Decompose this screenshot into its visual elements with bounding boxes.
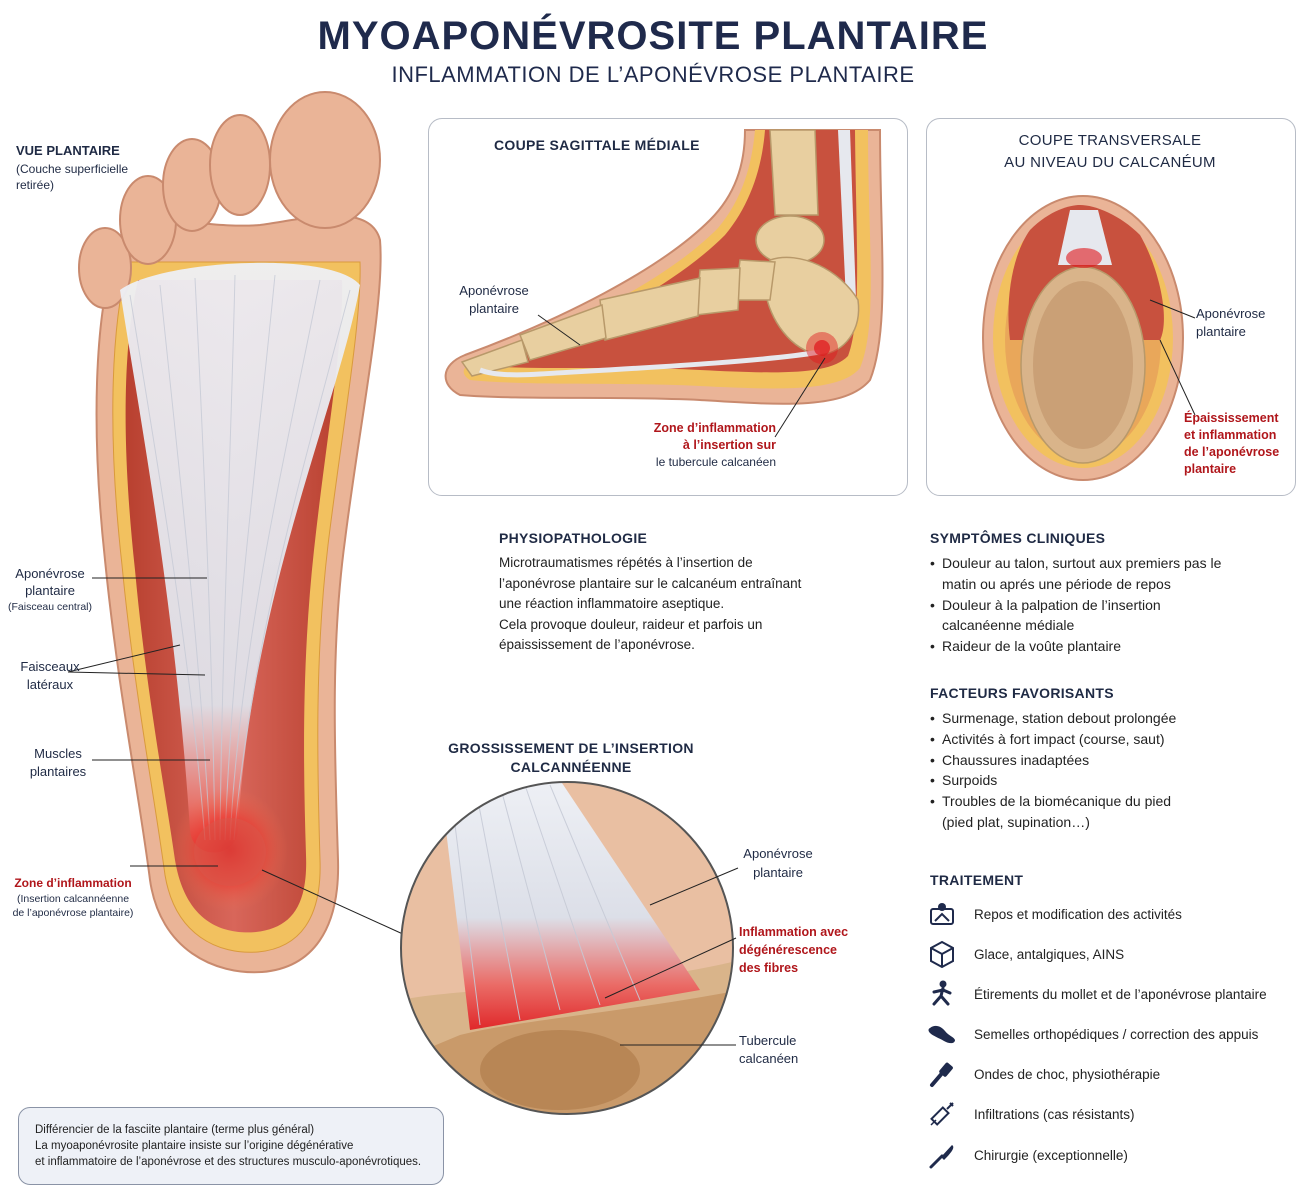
treatment-label: Glace, antalgiques, AINS — [974, 946, 1125, 962]
toe-5 — [78, 227, 132, 309]
toe-3 — [162, 138, 222, 232]
ice-icon — [926, 939, 958, 969]
physio-line: Microtraumatismes répétés à l’insertion … — [499, 555, 753, 570]
sagittal-title: COUPE SAGITTALE MÉDIALE — [494, 137, 700, 153]
label-aponeurosis-note: (Faisceau central) — [7, 601, 93, 613]
transverse-label-thickening-3: de l’aponévrose — [1184, 445, 1280, 459]
magnified-label-tubercle-1: Tubercule — [739, 1033, 797, 1048]
transverse-title-2: AU NIVEAU DU CALCANÉUM — [1004, 154, 1216, 171]
sagittal-label-aponeurosis-1: Aponévrose — [459, 283, 529, 298]
toe-4 — [119, 175, 177, 265]
treatment-item: Infiltrations (cas résistants) — [926, 1099, 1296, 1129]
physio-line: l’aponévrose plantaire sur le calcanéum … — [499, 575, 802, 591]
symptoms-list: Douleur au talon, surtout aux premiers p… — [930, 553, 1222, 657]
factor-item: Activités à fort impact (course, saut) — [930, 729, 1200, 750]
scalpel-icon — [926, 1140, 958, 1170]
label-inflammation-note-2: de l’aponévrose plantaire) — [12, 907, 134, 919]
page-title: MYOAPONÉVROSITE PLANTAIRE — [317, 14, 989, 58]
physio-text: Microtraumatismes répétés à l’insertion … — [499, 553, 829, 656]
magnified-label-inflammation-1: Inflammation avec — [739, 925, 849, 939]
factor-item: Troubles de la biomécanique du pied (pie… — [930, 791, 1200, 833]
magnified-label-aponeurosis-1: Aponévrose — [743, 846, 813, 861]
symptoms-title: SYMPTÔMES CLINIQUES — [930, 530, 1106, 546]
fat-layer — [112, 261, 361, 953]
label-lateral-2: latéraux — [26, 677, 74, 692]
shockwave-icon — [926, 1059, 958, 1089]
plantar-view-note-1: (Couche superficielle — [16, 162, 129, 176]
label-lateral-1: Faisceaux — [20, 659, 80, 674]
magnified-label-inflammation-2: dégénérescence — [739, 943, 837, 957]
plantar-view-note-2: retirée) — [16, 178, 55, 192]
magnified-title-2: CALCANNÉENNE — [510, 759, 632, 775]
transverse-label-thickening-1: Épaississement — [1184, 411, 1279, 425]
magnified-title-1: GROSSISSEMENT DE L’INSERTION — [448, 740, 694, 756]
treatment-item: Étirements du mollet et de l’aponévrose … — [926, 979, 1296, 1009]
sagittal-label-zone-1: Zone d’inflammation — [653, 421, 776, 435]
treatment-title: TRAITEMENT — [930, 872, 1024, 888]
treatment-label: Étirements du mollet et de l’aponévrose … — [974, 986, 1267, 1002]
symptom-item: Douleur au talon, surtout aux premiers p… — [930, 553, 1222, 595]
treatment-item: Glace, antalgiques, AINS — [926, 939, 1296, 969]
factors-title: FACTEURS FAVORISANTS — [930, 685, 1114, 701]
heel-inflammation-zone — [172, 788, 288, 912]
syringe-icon — [926, 1099, 958, 1129]
plantar-muscles — [125, 280, 343, 933]
magnified-label-tubercle-2: calcanéen — [739, 1051, 799, 1066]
transverse-title-1: COUPE TRANSVERSALE — [1018, 132, 1202, 149]
plantar-view-heading: VUE PLANTAIRE — [16, 143, 120, 158]
toe-2 — [209, 114, 271, 216]
treatment-label: Repos et modification des activités — [974, 906, 1182, 922]
sagittal-label-zone-3: le tubercule calcanéen — [655, 455, 776, 469]
physio-line: Cela provoque douleur, raideur et parfoi… — [499, 616, 763, 632]
transverse-label-thickening-2: et inflammation — [1184, 428, 1277, 442]
differential-note-box: Différencier de la fasciite plantaire (t… — [18, 1107, 444, 1185]
treatment-label: Chirurgie (exceptionnelle) — [974, 1147, 1128, 1163]
transverse-label-aponeurosis-2: plantaire — [1196, 324, 1246, 339]
treatment-item: Semelles orthopédiques / correction des … — [926, 1019, 1296, 1049]
treatment-item: Ondes de choc, physiothérapie — [926, 1059, 1296, 1089]
treatment-item: Repos et modification des activités — [926, 899, 1296, 929]
factor-item: Surmenage, station debout prolongée — [930, 708, 1200, 729]
symptom-item: Raideur de la voûte plantaire — [930, 636, 1222, 657]
foot-sole-skin — [95, 214, 382, 974]
label-muscles-1: Muscles — [34, 746, 82, 761]
label-inflammation-zone: Zone d’inflammation — [14, 876, 132, 890]
sagittal-label-aponeurosis-2: plantaire — [469, 301, 519, 316]
rest-icon — [926, 899, 958, 929]
label-aponeurosis-1: Aponévrose — [15, 566, 85, 581]
note-line: et inflammatoire de l’aponévrose et des … — [35, 1156, 422, 1168]
note-line: Différencier de la fasciite plantaire (t… — [35, 1124, 315, 1136]
magnified-label-aponeurosis-2: plantaire — [753, 865, 803, 880]
factor-item: Surpoids — [930, 770, 1200, 791]
insole-icon — [926, 1019, 958, 1049]
symptom-item: Douleur à la palpation de l’insertion ca… — [930, 595, 1222, 637]
label-muscles-2: plantaires — [29, 764, 87, 779]
physio-title: PHYSIOPATHOLOGIE — [499, 530, 648, 546]
page-subtitle: INFLAMMATION DE L’APONÉVROSE PLANTAIRE — [391, 62, 915, 87]
transverse-label-thickening-4: plantaire — [1184, 462, 1237, 476]
magnified-label-inflammation-3: des fibres — [739, 961, 799, 975]
treatment-label: Semelles orthopédiques / correction des … — [974, 1026, 1259, 1042]
toe-1-hallux — [269, 91, 381, 229]
factor-item: Chaussures inadaptées — [930, 750, 1200, 771]
label-inflammation-note-1: (Insertion calcannéenne — [16, 893, 130, 905]
plantar-aponeurosis-fibers — [120, 262, 360, 853]
treatment-item: Chirurgie (exceptionnelle) — [926, 1140, 1296, 1170]
physio-line: épaississement de l’aponévrose. — [499, 637, 695, 652]
treatment-label: Infiltrations (cas résistants) — [974, 1106, 1135, 1122]
note-line: La myoaponévrosite plantaire insiste sur… — [35, 1140, 354, 1152]
stretch-icon — [926, 979, 958, 1009]
transverse-label-aponeurosis-1: Aponévrose — [1196, 306, 1266, 321]
physio-line: une réaction inflammatoire aseptique. — [499, 596, 725, 611]
treatment-label: Ondes de choc, physiothérapie — [974, 1066, 1161, 1082]
label-aponeurosis-2: plantaire — [25, 583, 75, 598]
sagittal-label-zone-2: à l’insertion sur — [682, 438, 776, 452]
factors-list: Surmenage, station debout prolongée Acti… — [930, 708, 1200, 833]
